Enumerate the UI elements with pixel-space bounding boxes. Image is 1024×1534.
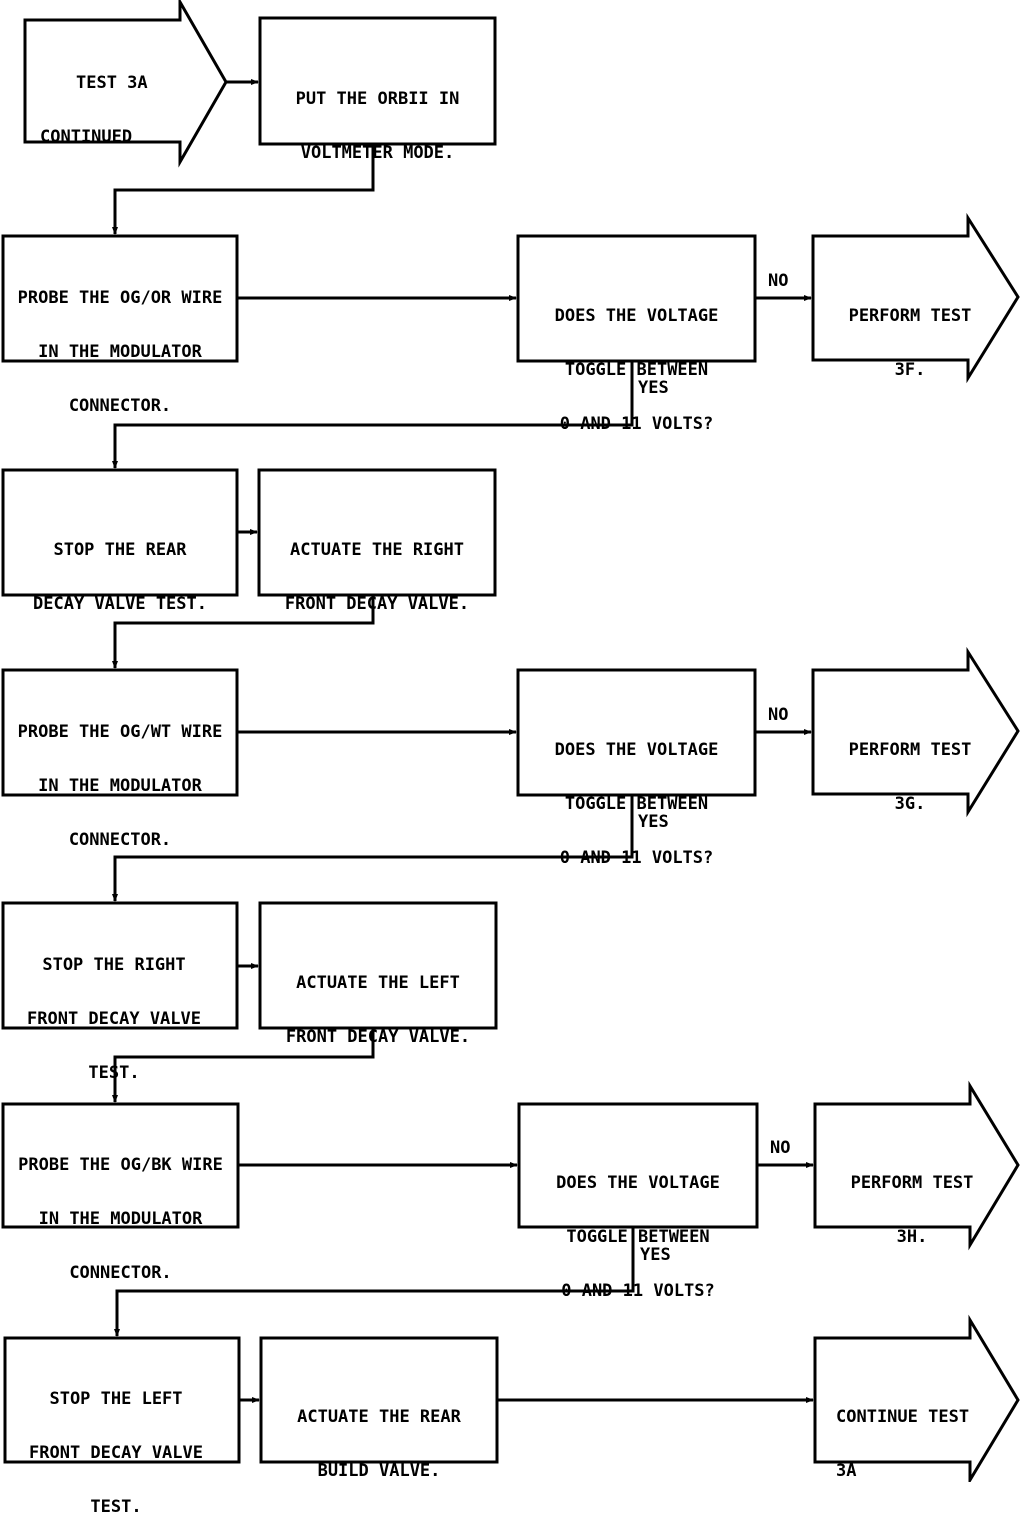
- start-line1: TEST 3A: [76, 73, 148, 93]
- decision-2-text: DOES THE VOLTAGE TOGGLE BETWEEN 0 AND 11…: [520, 705, 753, 885]
- actuate-rear-build-text: ACTUATE THE REAR BUILD VALVE.: [263, 1372, 495, 1498]
- no-label-1: NO: [768, 271, 789, 291]
- stop-right-front-text: STOP THE RIGHT FRONT DECAY VALVE TEST.: [5, 920, 223, 1100]
- connector-yes-1: [112, 361, 634, 469]
- stop3-line1: STOP THE LEFT: [49, 1389, 183, 1409]
- probe2-line1: PROBE THE OG/WT WIRE: [17, 722, 223, 742]
- decision1-line1: DOES THE VOLTAGE: [554, 306, 719, 326]
- continue-3a-text: CONTINUE TEST 3A: [836, 1372, 986, 1498]
- decision2-line2: TOGGLE BETWEEN: [564, 794, 709, 814]
- decision2-line1: DOES THE VOLTAGE: [554, 740, 719, 760]
- stop1-line1: STOP THE REAR: [53, 540, 187, 560]
- start-line2: CONTINUED: [40, 127, 133, 147]
- actuate3-line2: BUILD VALVE.: [317, 1461, 441, 1481]
- perform3g-line2: 3G.: [894, 794, 926, 814]
- probe2-line2: IN THE MODULATOR: [38, 776, 202, 796]
- stop3-line3: TEST.: [90, 1497, 142, 1517]
- no-label-2: NO: [768, 705, 789, 725]
- voltmeter-line2: VOLTMETER MODE.: [300, 143, 455, 163]
- perform-3g-text: PERFORM TEST 3G.: [830, 705, 990, 831]
- stop2-line2: FRONT DECAY VALVE: [27, 1009, 201, 1029]
- probe3-line1: PROBE THE OG/BK WIRE: [18, 1155, 223, 1175]
- probe1-line2: IN THE MODULATOR: [38, 342, 202, 362]
- flowchart-graphics: [1, 0, 1020, 1482]
- connector-yes-3: [114, 1227, 635, 1337]
- voltmeter-line1: PUT THE ORBII IN: [295, 89, 460, 109]
- start-arrow-shape: [23, 0, 228, 168]
- actuate2-line2: FRONT DECAY VALVE.: [285, 1027, 471, 1047]
- decision-1-text: DOES THE VOLTAGE TOGGLE BETWEEN 0 AND 11…: [520, 271, 753, 451]
- continue-3a-arrow-shape: [813, 1314, 1020, 1482]
- connector-actuate2-to-probe3: [112, 1028, 375, 1103]
- decision2-line3: 0 AND 11 VOLTS?: [559, 848, 714, 868]
- stop-left-front-text: STOP THE LEFT FRONT DECAY VALVE TEST.: [7, 1354, 225, 1534]
- connector-actuate1-to-probe2: [112, 595, 375, 669]
- voltmeter-mode-box: [258, 16, 497, 146]
- actuate-right-front-text: ACTUATE THE RIGHT FRONT DECAY VALVE.: [261, 505, 493, 631]
- continue-line1: CONTINUE TEST: [836, 1407, 970, 1427]
- stop1-line2: DECAY VALVE TEST.: [33, 594, 207, 614]
- probe-og-wt-text: PROBE THE OG/WT WIRE IN THE MODULATOR CO…: [5, 687, 235, 867]
- actuate3-line1: ACTUATE THE REAR: [297, 1407, 461, 1427]
- actuate-left-front-box: [258, 901, 498, 1030]
- connector-yes-2: [112, 795, 634, 902]
- perform3h-line1: PERFORM TEST: [850, 1173, 974, 1193]
- connector-voltmeter-to-probe1: [112, 144, 375, 235]
- perform3f-line2: 3F.: [894, 360, 926, 380]
- perform3g-line1: PERFORM TEST: [848, 740, 972, 760]
- probe3-line2: IN THE MODULATOR: [38, 1209, 203, 1229]
- continue-line2: 3A: [836, 1461, 857, 1481]
- probe-og-or-text: PROBE THE OG/OR WIRE IN THE MODULATOR CO…: [5, 253, 235, 433]
- perform-3f-text: PERFORM TEST 3F.: [830, 271, 990, 397]
- perform-3f-arrow-shape: [811, 212, 1020, 384]
- decision3-line2: TOGGLE BETWEEN: [566, 1227, 710, 1247]
- no-label-3: NO: [770, 1138, 791, 1158]
- perform-3h-text: PERFORM TEST 3H.: [832, 1138, 992, 1264]
- perform-3g-arrow-shape: [811, 646, 1020, 818]
- actuate2-line1: ACTUATE THE LEFT: [296, 973, 460, 993]
- start-text: TEST 3A CONTINUED: [40, 38, 170, 164]
- actuate1-line1: ACTUATE THE RIGHT: [290, 540, 464, 560]
- decision-3-text: DOES THE VOLTAGE TOGGLE BETWEEN 0 AND 11…: [521, 1138, 755, 1318]
- actuate1-line2: FRONT DECAY VALVE.: [284, 594, 470, 614]
- perform-3h-arrow-shape: [813, 1080, 1020, 1251]
- probe3-line3: CONNECTOR.: [69, 1263, 172, 1283]
- stop2-line3: TEST.: [88, 1063, 140, 1083]
- stop-rear-decay-text: STOP THE REAR DECAY VALVE TEST.: [5, 505, 235, 631]
- stop2-line1: STOP THE RIGHT: [42, 955, 186, 975]
- stop3-line2: FRONT DECAY VALVE: [29, 1443, 203, 1463]
- perform3f-line1: PERFORM TEST: [848, 306, 972, 326]
- decision3-line1: DOES THE VOLTAGE: [556, 1173, 720, 1193]
- yes-label-3: YES: [640, 1245, 671, 1265]
- yes-label-1: YES: [638, 378, 669, 398]
- perform3h-line2: 3H.: [896, 1227, 928, 1247]
- probe2-line3: CONNECTOR.: [68, 830, 172, 850]
- yes-label-2: YES: [638, 812, 669, 832]
- decision3-line3: 0 AND 11 VOLTS?: [561, 1281, 715, 1301]
- voltmeter-mode-text: PUT THE ORBII IN VOLTMETER MODE.: [263, 54, 492, 180]
- decision1-line2: TOGGLE BETWEEN: [564, 360, 709, 380]
- actuate-right-front-box: [257, 468, 497, 597]
- actuate-left-front-text: ACTUATE THE LEFT FRONT DECAY VALVE.: [262, 938, 494, 1064]
- probe1-line1: PROBE THE OG/OR WIRE: [17, 288, 223, 308]
- probe-og-bk-text: PROBE THE OG/BK WIRE IN THE MODULATOR CO…: [5, 1120, 236, 1300]
- probe1-line3: CONNECTOR.: [68, 396, 172, 416]
- decision1-line3: 0 AND 11 VOLTS?: [559, 414, 714, 434]
